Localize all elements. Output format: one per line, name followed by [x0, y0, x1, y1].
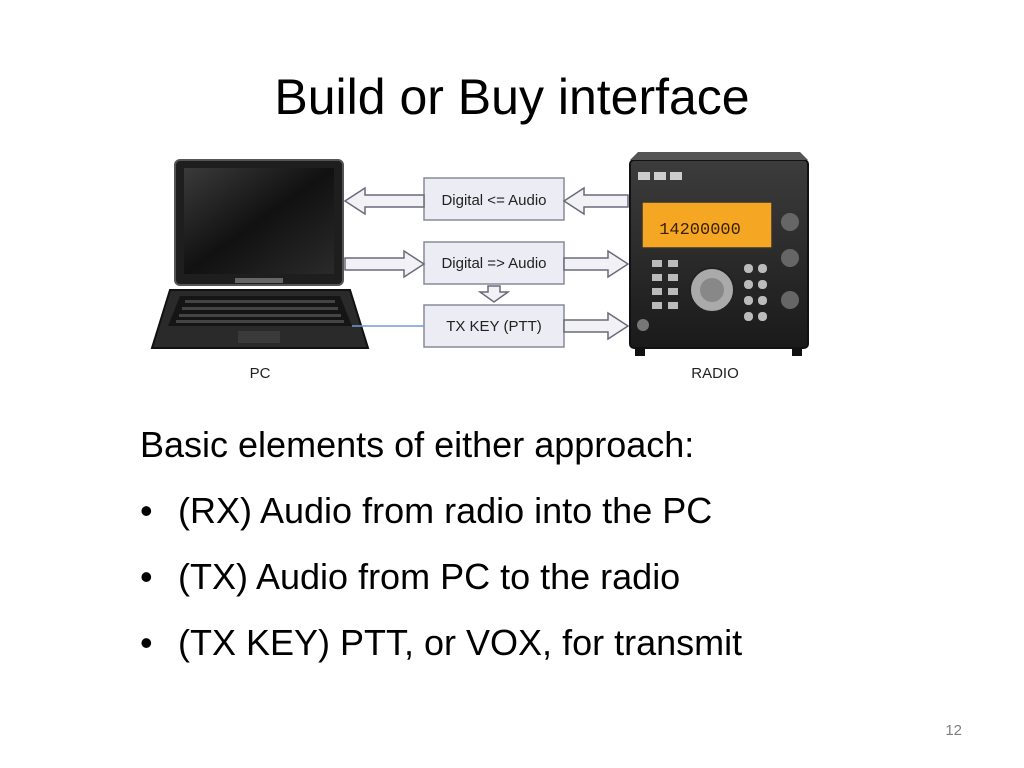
list-item-text: (RX) Audio from radio into the PC	[178, 490, 713, 531]
radio-display: 14200000	[659, 221, 741, 240]
bullet-icon: •	[140, 556, 153, 597]
laptop-icon	[150, 159, 370, 349]
box-rx-label: Digital <= Audio	[441, 192, 546, 209]
box-ptt	[423, 304, 565, 348]
content-heading: Basic elements of either approach:	[140, 424, 695, 465]
list-item: • (TX KEY) PTT, or VOX, for transmit	[140, 610, 742, 676]
arrow-ptt-to-radio	[563, 311, 630, 341]
box-rx	[423, 177, 565, 221]
slide-number: 12	[945, 722, 962, 739]
list-item: • (RX) Audio from radio into the PC	[140, 478, 742, 544]
list-item: • (TX) Audio from PC to the radio	[140, 544, 742, 610]
bullet-list: • (RX) Audio from radio into the PC • (T…	[140, 478, 742, 676]
bullet-icon: •	[140, 490, 153, 531]
list-item-text: (TX) Audio from PC to the radio	[178, 556, 681, 597]
box-tx-label: Digital => Audio	[441, 255, 546, 272]
diagram-svg: PC Digital <= Audio Digital => Audio TX …	[150, 152, 809, 382]
interface-diagram: PC Digital <= Audio Digital => Audio TX …	[140, 150, 830, 395]
arrow-down	[477, 285, 511, 303]
box-ptt-label: TX KEY (PTT)	[446, 318, 542, 335]
pc-label: PC	[250, 365, 271, 382]
slide-title: Build or Buy interface	[274, 69, 750, 125]
box-tx	[423, 241, 565, 285]
arrow-from-radio	[562, 186, 629, 216]
arrow-to-radio	[563, 249, 630, 279]
arrow-from-pc	[344, 249, 426, 279]
radio-label: RADIO	[691, 365, 739, 382]
list-item-text: (TX KEY) PTT, or VOX, for transmit	[178, 622, 743, 663]
arrow-to-pc	[343, 186, 425, 216]
radio-icon: 14200000	[629, 152, 809, 356]
bullet-icon: •	[140, 622, 153, 663]
content-body: Basic elements of either approach: • (RX…	[140, 412, 742, 676]
